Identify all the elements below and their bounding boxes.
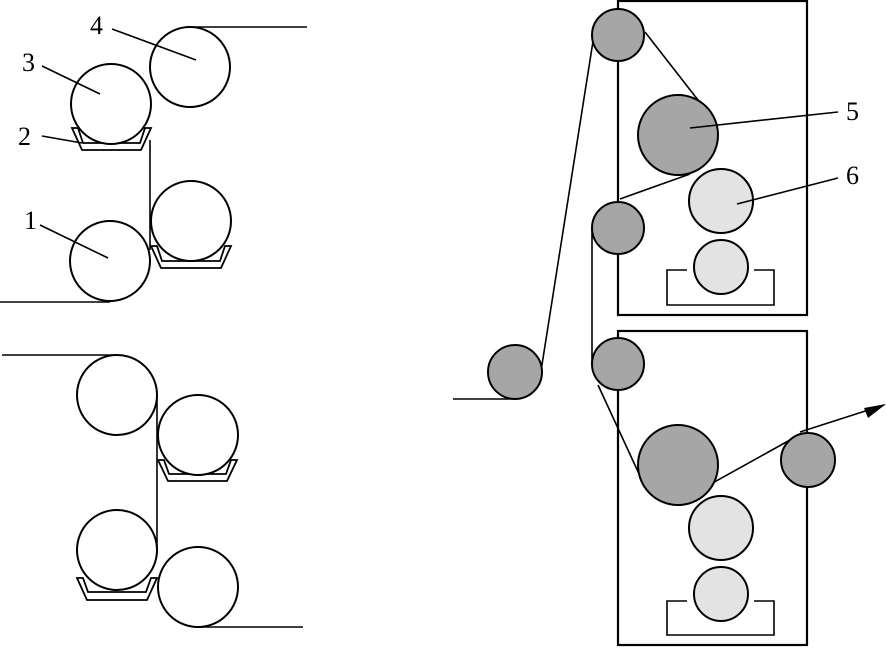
output-arrow-icon xyxy=(864,404,886,418)
right-coating-assembly: 5 6 xyxy=(453,0,886,647)
label-4: 4 xyxy=(90,11,103,40)
pan-lower xyxy=(666,600,775,636)
roll-bl-3 xyxy=(76,509,158,591)
bottom-left-roll-assembly xyxy=(2,354,303,628)
top-left-roll-assembly: 1 2 3 4 xyxy=(0,11,307,303)
label-2: 2 xyxy=(18,122,31,151)
roll-guide-mid xyxy=(591,201,645,255)
web-diag-low xyxy=(597,384,641,477)
roll-3 xyxy=(70,63,152,145)
roll-exit xyxy=(780,432,836,488)
roll-4 xyxy=(149,26,231,108)
label-6: 6 xyxy=(846,161,859,190)
upper-frame xyxy=(616,0,809,317)
leader-6 xyxy=(736,177,839,205)
roll-coater-lower xyxy=(637,424,719,506)
label-3: 3 xyxy=(22,48,35,77)
web-diag-mid xyxy=(619,173,691,200)
label-5: 5 xyxy=(846,97,859,126)
roll-entry xyxy=(487,344,543,400)
roll-bl-2 xyxy=(157,394,239,476)
leader-3 xyxy=(41,65,101,95)
roll-guide-top xyxy=(591,8,645,62)
leader-4 xyxy=(111,28,197,61)
roll-bl-1 xyxy=(76,354,158,436)
pan-upper xyxy=(666,269,775,306)
roll-right-lower xyxy=(150,180,232,262)
tray-2 xyxy=(70,127,153,151)
lower-frame xyxy=(616,329,809,647)
roll-bl-4 xyxy=(157,546,239,628)
leader-2 xyxy=(41,135,83,144)
roll-5 xyxy=(637,94,719,176)
roll-6 xyxy=(688,168,754,234)
leader-5 xyxy=(689,111,839,129)
tray-right-lower xyxy=(149,245,233,269)
tray-bottom-lower xyxy=(75,577,159,601)
web-up-right xyxy=(540,34,595,372)
roll-pan-lower xyxy=(693,566,749,622)
roll-transfer-lower xyxy=(688,495,754,561)
roll-guide-low xyxy=(591,337,645,391)
label-1: 1 xyxy=(24,206,37,235)
roll-1 xyxy=(69,220,151,302)
roll-pan-upper xyxy=(693,239,749,295)
leader-1 xyxy=(39,224,109,259)
tray-bottom-upper xyxy=(156,459,239,482)
